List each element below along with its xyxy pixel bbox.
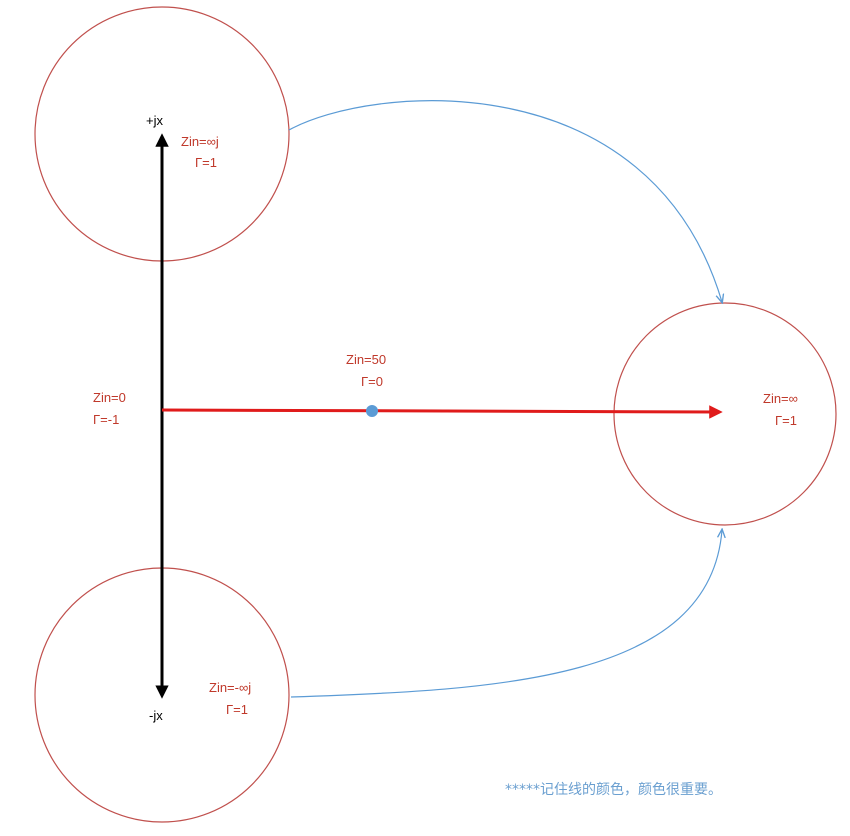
center-zin-label: Zin=50	[346, 352, 386, 367]
center-gamma-label: Γ=0	[361, 374, 383, 389]
top-circle-gamma-label: Γ=1	[195, 155, 217, 170]
bottom-circle-gamma-label: Γ=1	[226, 702, 248, 717]
bottom-to-right-curve	[290, 530, 722, 698]
bottom-axis-label: -jx	[149, 708, 163, 723]
right-circle	[613, 302, 837, 526]
left-zin-label: Zin=0	[93, 390, 126, 405]
right-zin-label: Zin=∞	[763, 391, 798, 406]
center-point	[366, 405, 378, 417]
real-axis-arrow	[161, 405, 723, 419]
note-text: *****记住线的颜色，颜色很重要。	[505, 781, 722, 798]
top-circle-zin-label: Zin=∞j	[181, 134, 219, 149]
bottom-circle-zin-label: Zin=-∞j	[209, 680, 251, 695]
left-gamma-label: Γ=-1	[93, 412, 119, 427]
top-to-right-curve	[288, 100, 722, 302]
right-gamma-label: Γ=1	[775, 413, 797, 428]
top-axis-label: +jx	[146, 113, 163, 128]
